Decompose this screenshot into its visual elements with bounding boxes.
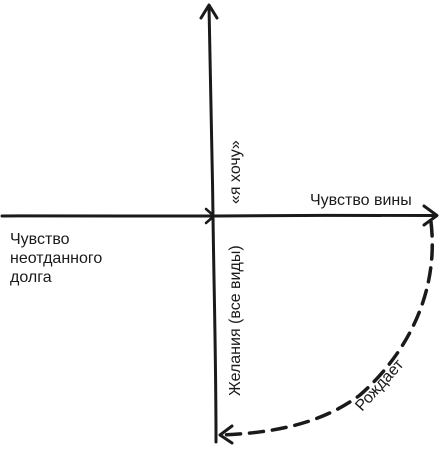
up-arrowhead bbox=[199, 3, 219, 20]
up-axis-label: «я хочу» bbox=[227, 140, 244, 204]
left-axis-label-line3: долга bbox=[10, 269, 52, 286]
dashed-arc-label: Рождает bbox=[352, 356, 407, 415]
dashed-arc bbox=[220, 220, 434, 437]
horizontal-axis-line bbox=[0, 213, 438, 218]
origin-arrowhead bbox=[204, 207, 216, 225]
left-axis-label-line1: Чувство bbox=[10, 231, 70, 248]
left-axis-label-line2: неотданного bbox=[10, 250, 102, 267]
vertical-axis-line bbox=[207, 4, 218, 444]
arc-arrowhead bbox=[218, 424, 234, 445]
right-axis-label: Чувство вины bbox=[310, 192, 412, 209]
right-arrowhead bbox=[422, 204, 439, 227]
down-axis-label: Желания (все виды) bbox=[227, 245, 244, 396]
